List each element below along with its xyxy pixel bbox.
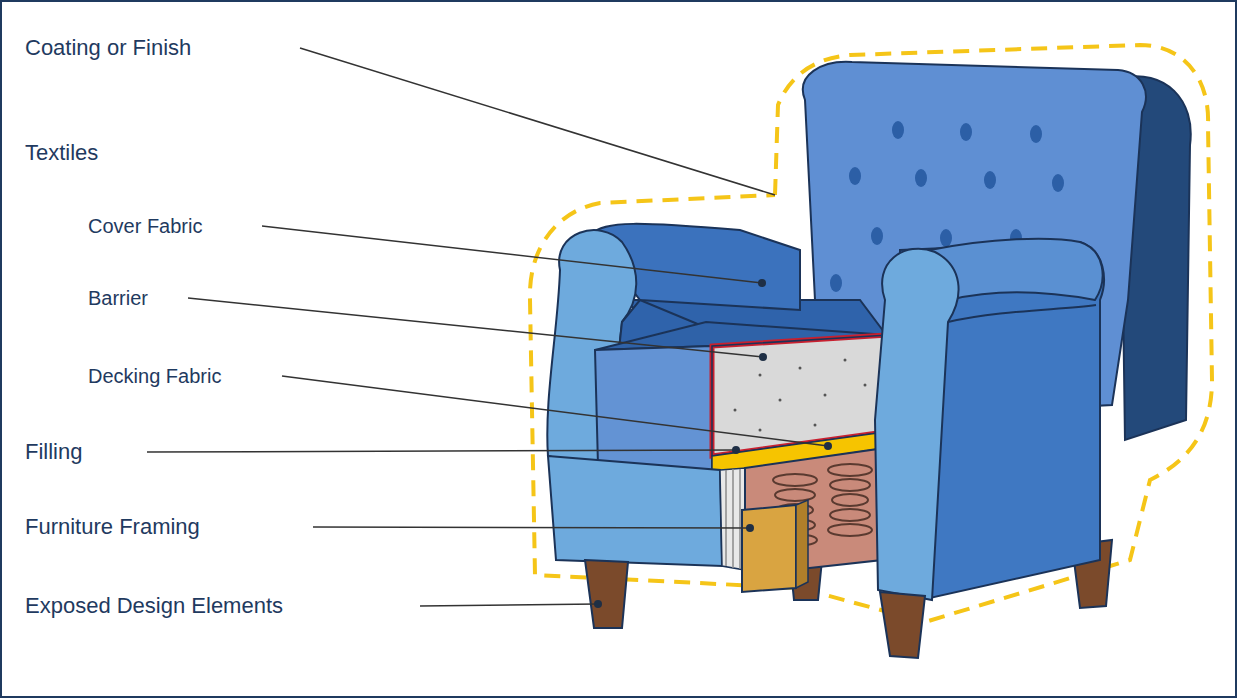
filling-speck (759, 429, 762, 432)
tufting-button (849, 167, 861, 185)
dashed-outline (530, 45, 1212, 622)
chair-leg (880, 592, 925, 658)
right-arm-roll (875, 249, 959, 600)
spring-coil (830, 479, 870, 491)
padding-lines (726, 469, 740, 569)
leader-dot (594, 600, 602, 608)
spring-coil (830, 509, 870, 521)
tufting-button (984, 171, 996, 189)
spring-coil (828, 464, 872, 476)
leader-line (147, 450, 736, 452)
tufting-button (1052, 174, 1064, 192)
part-label: Furniture Framing (25, 514, 200, 540)
filling-speck (779, 399, 782, 402)
leader-dot (758, 279, 766, 287)
filling-texture (734, 359, 867, 432)
part-label: Textiles (25, 140, 98, 166)
tufting-button (892, 121, 904, 139)
leader-dots (594, 279, 832, 608)
base-front (548, 456, 722, 566)
leader-line (300, 48, 775, 195)
spring-coil (828, 524, 872, 536)
part-label: Exposed Design Elements (25, 593, 283, 619)
tufting-button (871, 227, 883, 245)
part-label: Coating or Finish (25, 35, 191, 61)
part-label: Cover Fabric (88, 213, 202, 239)
leader-line (420, 604, 598, 606)
arm-seam (948, 305, 1096, 322)
cushion-front (595, 346, 712, 472)
leader-line (188, 298, 763, 357)
leader-dot (746, 524, 754, 532)
tufting-button (960, 123, 972, 141)
leader-line (262, 226, 762, 283)
spring-coil (773, 474, 817, 486)
filling-speck (734, 409, 737, 412)
tufting-button (940, 229, 952, 247)
chair-leg (585, 560, 628, 628)
leader-lines (147, 48, 828, 606)
spring-coil (775, 489, 815, 501)
filling-speck (759, 374, 762, 377)
filling-speck (799, 367, 802, 370)
leader-dot (732, 446, 740, 454)
leader-line (313, 527, 750, 528)
wood-frame-side (796, 500, 808, 588)
tufting-button (830, 274, 842, 292)
tufting-button (1030, 125, 1042, 143)
filling-speck (824, 394, 827, 397)
filling-speck (844, 359, 847, 362)
leader-line (282, 376, 828, 446)
part-label: Decking Fabric (88, 363, 221, 389)
wood-frame (742, 505, 796, 592)
leader-dot (759, 353, 767, 361)
part-label: Barrier (88, 285, 148, 311)
spring-coil (832, 494, 868, 506)
filling-speck (814, 424, 817, 427)
tufting-button (915, 169, 927, 187)
part-label: Filling (25, 439, 82, 465)
filling-speck (864, 384, 867, 387)
leader-dot (824, 442, 832, 450)
